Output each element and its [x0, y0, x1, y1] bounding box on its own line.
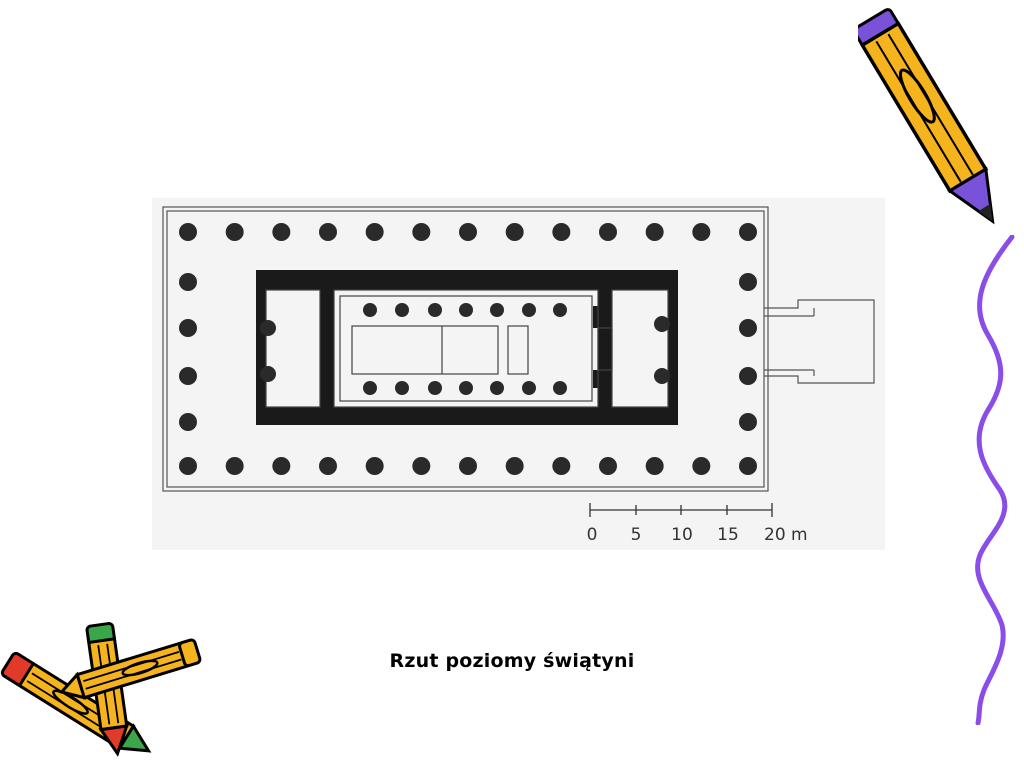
cella-column — [490, 303, 504, 317]
porch-column — [654, 368, 670, 384]
cella-column — [553, 303, 567, 317]
peristyle-column — [739, 367, 757, 385]
peristyle-column — [225, 457, 244, 475]
scale-label-20m: 20 m — [764, 525, 808, 545]
cella-column — [428, 303, 442, 317]
cella-column — [363, 303, 377, 317]
cella-column — [395, 381, 409, 395]
pencil-icon — [853, 2, 1008, 247]
wavy-line — [960, 234, 1024, 726]
peristyle-column — [599, 457, 617, 475]
peristyle-column — [645, 457, 664, 475]
scale-label-5: 5 — [631, 525, 642, 545]
peristyle-column — [272, 223, 291, 241]
scale-label-10: 10 — [671, 525, 693, 545]
scale-bar — [589, 503, 773, 517]
peristyle-column — [412, 457, 431, 475]
peristyle-column — [645, 223, 664, 241]
cella-column — [522, 381, 536, 395]
peristyle-column — [179, 413, 197, 431]
cella-column — [395, 303, 409, 317]
peristyle-column — [459, 223, 477, 241]
porch-column — [260, 320, 276, 336]
scale-label-0: 0 — [587, 525, 598, 545]
peristyle-column — [319, 457, 337, 475]
peristyle-column — [692, 223, 711, 241]
peristyle-column — [179, 457, 197, 475]
ramp — [764, 299, 875, 384]
peristyle-column — [599, 223, 617, 241]
peristyle-column — [739, 319, 757, 337]
peristyle-column — [179, 319, 197, 337]
peristyle-column — [412, 223, 431, 241]
cella-column — [428, 381, 442, 395]
cella-column — [553, 381, 567, 395]
peristyle-column — [459, 457, 477, 475]
peristyle-column — [552, 457, 571, 475]
peristyle-column — [739, 457, 757, 475]
peristyle-column — [179, 273, 197, 291]
pencils-icon — [0, 618, 205, 758]
cella-column — [459, 303, 473, 317]
peristyle-column — [739, 413, 757, 431]
slide-caption: Rzut poziomy świątyni — [389, 650, 635, 672]
peristyle-column — [179, 367, 197, 385]
peristyle-column — [319, 223, 337, 241]
peristyle-column — [552, 223, 571, 241]
cella-walls — [256, 270, 678, 425]
cella-column — [459, 381, 473, 395]
peristyle-column — [739, 223, 757, 241]
cella-column — [490, 381, 504, 395]
temple-floor-plan: 0 5 10 15 20 m — [152, 198, 885, 550]
peristyle-column — [505, 457, 524, 475]
peristyle-column — [739, 273, 757, 291]
peristyle-column — [272, 457, 291, 475]
columns — [179, 223, 757, 475]
stylobate-outer-line — [162, 206, 769, 492]
porch-column — [260, 366, 276, 382]
peristyle-column — [225, 223, 244, 241]
peristyle-column — [365, 457, 384, 475]
peristyle-column — [692, 457, 711, 475]
cella-column — [522, 303, 536, 317]
scale-label-15: 15 — [717, 525, 739, 545]
porch-column — [654, 316, 670, 332]
peristyle-column — [505, 223, 524, 241]
stylobate-inner-line — [166, 210, 765, 488]
peristyle-column — [365, 223, 384, 241]
peristyle-column — [179, 223, 197, 241]
cella-column — [363, 381, 377, 395]
